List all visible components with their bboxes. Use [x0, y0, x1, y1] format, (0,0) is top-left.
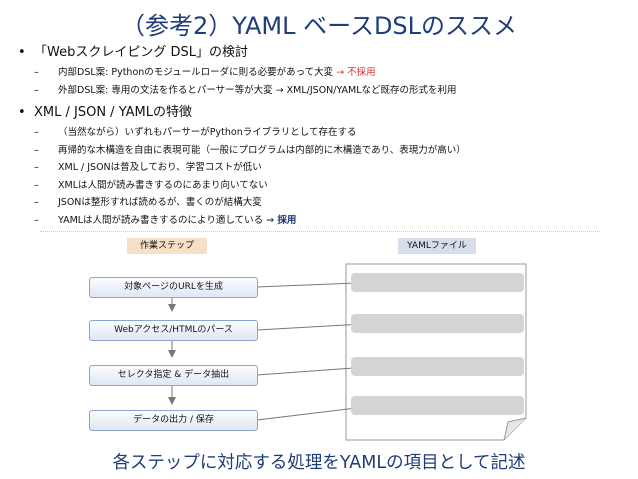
sub-bullet-text: XMLは人間が読み書きするのにあまり向いてない	[58, 179, 268, 191]
dash: –	[34, 214, 39, 226]
bullet-heading-dsl: • 「Webスクレイピング DSL」の検討	[18, 42, 634, 64]
sub-bullet: – YAMLは人間が読み書きするのにより適している → 採用	[18, 212, 634, 230]
dash: –	[34, 197, 39, 208]
dash: –	[34, 162, 39, 173]
sub-bullet: – 再帰的な木構造を自由に表現可能（一般にプログラムは内部的に木構造であり、表現…	[18, 142, 634, 160]
step-web-access-parse: Webアクセス/HTMLのパース	[89, 320, 258, 341]
yaml-entry	[351, 314, 524, 333]
yaml-entry	[351, 273, 524, 292]
sub-bullet-text: JSONは整形すれば読めるが、書くのが結構大変	[58, 197, 262, 208]
bullet-list: • 「Webスクレイピング DSL」の検討 – 内部DSL案: Pythonのモ…	[18, 42, 634, 229]
document-fold	[503, 417, 527, 441]
sub-bullet: – （当然ながら）いずれもパーサーがPythonライブラリとして存在する	[18, 124, 634, 142]
sub-bullet: – 内部DSL案: Pythonのモジュールローダに則る必要があって大変 → 不…	[18, 64, 634, 82]
slide-title: （参考2）YAML ベースDSLのススメ	[120, 12, 518, 40]
sub-bullet: – XMLは人間が読み書きするのにあまり向いてない	[18, 177, 634, 195]
bullet-heading-text: XML / JSON / YAMLの特徴	[34, 105, 192, 120]
sub-bullet-text: 再帰的な木構造を自由に表現可能（一般にプログラムは内部的に木構造であり、表現力が…	[58, 144, 466, 156]
yaml-entry	[351, 396, 524, 415]
sub-bullet: – 外部DSL案: 専用の文法を作るとパーサー等が大変 → XML/JSON/Y…	[18, 82, 634, 100]
diagram-caption: 各ステップに対応する処理をYAMLの項目として記述	[112, 453, 526, 473]
yaml-file-label: YAMLファイル	[398, 238, 476, 254]
dash: –	[34, 67, 39, 78]
adopt-label: → 採用	[266, 214, 297, 226]
bullet-dot: •	[18, 45, 26, 60]
sub-bullet: – XML / JSONは普及しており、学習コストが低い	[18, 159, 634, 177]
sub-bullet-text: （当然ながら）いずれもパーサーがPythonライブラリとして存在する	[58, 127, 357, 138]
reject-label: → 不採用	[336, 67, 376, 78]
step-output-save: データの出力 / 保存	[89, 410, 258, 431]
dash: –	[34, 127, 39, 138]
sub-bullet-text: XML / JSONは普及しており、学習コストが低い	[58, 162, 262, 173]
sub-bullet-text: YAMLは人間が読み書きするのにより適している	[58, 214, 264, 226]
dash: –	[34, 144, 39, 156]
yaml-entry	[351, 357, 524, 376]
step-selector-extract: セレクタ指定 & データ抽出	[89, 365, 258, 386]
dash: –	[34, 179, 39, 191]
step-generate-url: 対象ページのURLを生成	[89, 277, 258, 298]
bullet-dot: •	[18, 105, 26, 120]
sub-bullet-text: 外部DSL案: 専用の文法を作るとパーサー等が大変 → XML/JSON/YAM…	[58, 84, 457, 96]
sub-bullet: – JSONは整形すれば読めるが、書くのが結構大変	[18, 194, 634, 212]
sub-bullet-text: 内部DSL案: Pythonのモジュールローダに則る必要があって大変	[58, 67, 334, 78]
bullet-heading-text: 「Webスクレイピング DSL」の検討	[34, 45, 248, 60]
separator-line	[40, 231, 600, 232]
dash: –	[34, 84, 39, 96]
bullet-heading-formats: • XML / JSON / YAMLの特徴	[18, 102, 634, 124]
steps-label: 作業ステップ	[127, 238, 207, 254]
